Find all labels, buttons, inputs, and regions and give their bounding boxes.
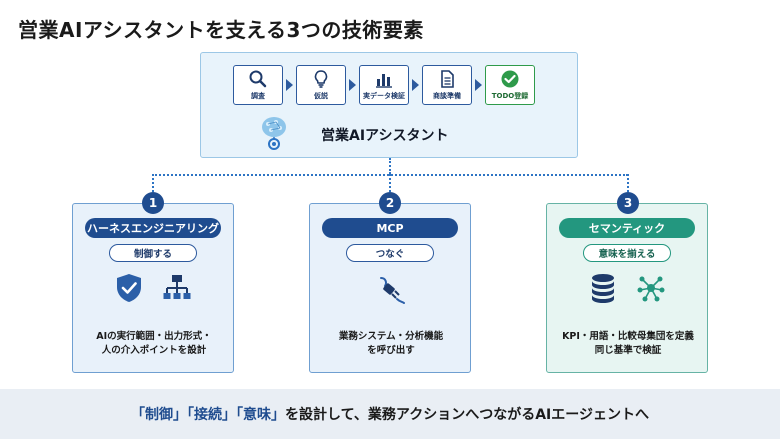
- check-circle-icon: [501, 70, 519, 88]
- step-hypothesis: 仮説: [296, 65, 346, 105]
- document-icon: [441, 70, 454, 88]
- description-line: 同じ基準で検証: [594, 344, 662, 356]
- page-title: 営業AIアシスタントを支える3つの技術要素: [18, 18, 424, 42]
- lightbulb-icon: [314, 70, 328, 88]
- bar-chart-icon: [376, 74, 392, 88]
- step-research: 調査: [233, 65, 283, 105]
- description-line: AIの実行範囲・出力形式・: [96, 331, 212, 342]
- workflow-steps: 調査 仮説 実データ検証: [233, 65, 535, 105]
- description-line: を呼び出す: [367, 344, 415, 356]
- arrow-right-icon: [349, 79, 356, 91]
- connector-line: [627, 174, 629, 204]
- pillar-number-badge: 1: [142, 192, 164, 214]
- database-icon: [592, 274, 614, 303]
- step-label: 実データ検証: [363, 92, 405, 100]
- pillar-description: 業務システム・分析機能 を呼び出す: [314, 330, 468, 358]
- network-icon: [637, 276, 665, 302]
- pillar-number-badge: 2: [379, 192, 401, 214]
- banner-text: 「制御」「接続」「意味」を設計して、業務アクションへつながるAIエージェントへ: [131, 404, 649, 424]
- step-label: 商談準備: [433, 92, 461, 100]
- plug-icon: [380, 277, 405, 304]
- arrow-right-icon: [286, 79, 293, 91]
- summary-banner: 「制御」「接続」「意味」を設計して、業務アクションへつながるAIエージェントへ: [0, 389, 780, 439]
- keyword-control: 「制御」: [131, 407, 188, 423]
- pillar-description: AIの実行範囲・出力形式・ 人の介入ポイントを設計: [77, 330, 231, 358]
- hierarchy-icon: [163, 275, 191, 299]
- pillar-subtitle: 制御する: [109, 244, 197, 262]
- pillar-card-harness: ハーネスエンジニアリング 制御する AIの実行範囲・出力形式・ 人の介入ポイント…: [72, 203, 234, 373]
- pillar-subtitle: 意味を揃える: [583, 244, 671, 262]
- search-icon: [249, 70, 267, 88]
- pillar-description: KPI・用語・比較母集団を定義 同じ基準で検証: [551, 330, 705, 358]
- arrow-right-icon: [412, 79, 419, 91]
- banner-rest: を設計して、業務アクションへつながるAIエージェントへ: [285, 407, 649, 423]
- assistant-label: 営業AIアシスタント: [321, 128, 449, 144]
- keyword-meaning: 「意味」: [236, 407, 286, 423]
- assistant-box: 調査 仮説 実データ検証: [200, 52, 578, 158]
- connector-line: [389, 174, 391, 204]
- ai-brain-icon: [262, 117, 286, 150]
- step-todo-register: TODO登録: [485, 65, 535, 105]
- pillar-title: セマンティック: [559, 218, 695, 238]
- connector-line: [389, 158, 391, 174]
- keyword-connect: 「接続」: [187, 407, 237, 423]
- connector-line: [152, 174, 154, 204]
- step-label: TODO登録: [491, 92, 529, 100]
- arrow-right-icon: [475, 79, 482, 91]
- pillar-card-semantic: セマンティック 意味を揃える KPI・用語・比較母集団を定義 同じ基準で検証: [546, 203, 708, 373]
- pillar-card-mcp: MCP つなぐ 業務システム・分析機能 を呼び出す: [309, 203, 471, 373]
- pillar-title: ハーネスエンジニアリング: [85, 218, 221, 238]
- step-label: 調査: [251, 92, 265, 100]
- step-meeting-prep: 商談準備: [422, 65, 472, 105]
- step-label: 仮説: [314, 92, 328, 100]
- description-line: 業務システム・分析機能: [338, 331, 444, 342]
- description-line: KPI・用語・比較母集団を定義: [562, 331, 694, 342]
- pillar-title: MCP: [322, 218, 458, 238]
- step-data-verification: 実データ検証: [359, 65, 409, 105]
- shield-check-icon: [117, 274, 141, 302]
- pillar-subtitle: つなぐ: [346, 244, 434, 262]
- description-line: 人の介入ポイントを設計: [101, 344, 207, 356]
- pillar-number-badge: 3: [617, 192, 639, 214]
